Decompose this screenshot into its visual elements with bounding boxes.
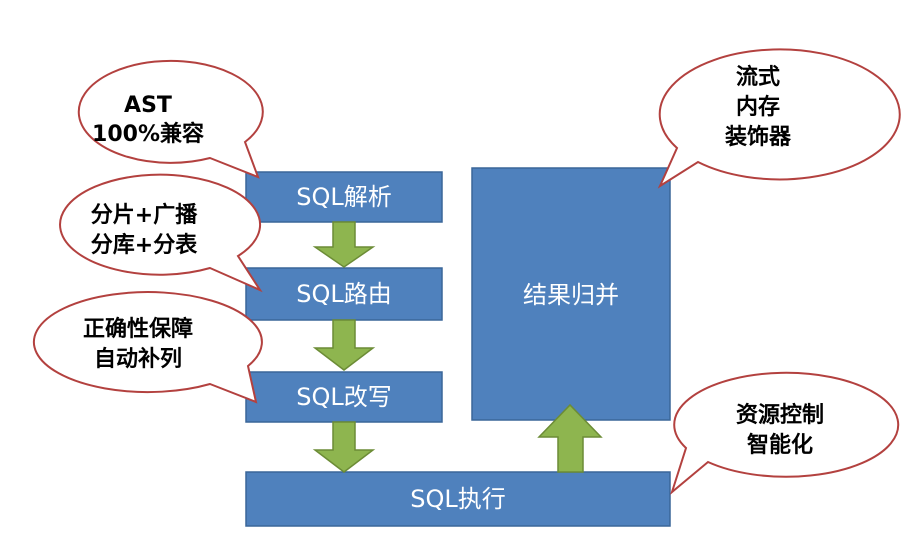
sql-route-box: SQL路由 [245, 267, 443, 321]
bubble-resource: 资源控制 智能化 [670, 371, 900, 495]
bubble-correctness-line-2: 自动补列 [94, 346, 182, 372]
bubble-stream-line-2: 内存 [736, 94, 780, 120]
sql-route-label: SQL路由 [296, 280, 392, 308]
bubble-resource-line-2: 智能化 [747, 432, 813, 458]
sql-execute-label: SQL执行 [410, 485, 506, 513]
arrow-up-icon [537, 403, 603, 473]
bubble-stream-line-3: 装饰器 [725, 124, 792, 150]
bubble-sharding-line-1: 分片+广播 [91, 202, 198, 228]
bubble-resource-line-1: 资源控制 [736, 402, 824, 428]
bubble-sharding-line-2: 分库+分表 [91, 233, 198, 258]
bubble-sharding: 分片+广播 分库+分表 [59, 173, 263, 293]
bubble-correctness: 正确性保障 自动补列 [32, 291, 263, 404]
sql-execute-box: SQL执行 [245, 471, 671, 527]
arrow-down-icon [312, 221, 376, 268]
bubble-ast-line-1: AST [124, 93, 172, 118]
sql-rewrite-box: SQL改写 [245, 371, 443, 423]
sql-rewrite-label: SQL改写 [296, 383, 392, 411]
bubble-ast-line-2: 100%兼容 [92, 121, 204, 147]
sql-parse-label: SQL解析 [296, 183, 392, 211]
sql-parse-box: SQL解析 [245, 171, 443, 223]
arrow-down-icon [312, 319, 376, 371]
arrow-down-icon [312, 421, 376, 473]
bubble-correctness-line-1: 正确性保障 [83, 316, 193, 342]
bubble-ast: AST 100%兼容 [77, 59, 264, 179]
bubble-stream-line-1: 流式 [736, 64, 780, 90]
bubble-stream: 流式 内存 装饰器 [657, 48, 901, 189]
result-merge-box: 结果归并 [471, 167, 671, 421]
result-merge-label: 结果归并 [523, 281, 619, 309]
